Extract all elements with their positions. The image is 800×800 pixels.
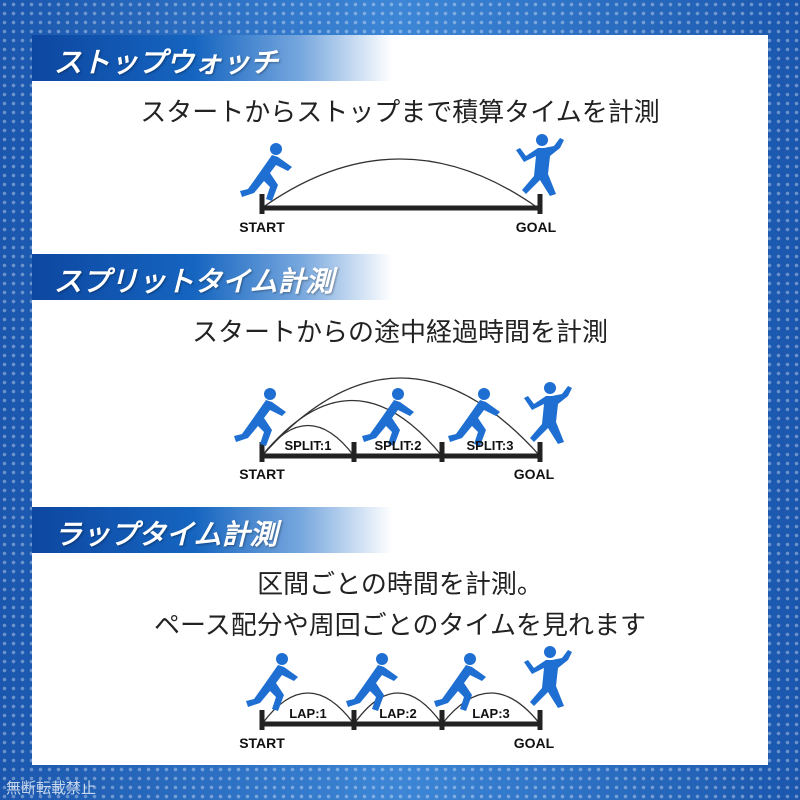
lap-label-3: LAP:3 (472, 706, 510, 721)
sprinter-icon (346, 653, 398, 711)
lap-label-1: LAP:1 (289, 706, 327, 721)
stopwatch-start-label: START (239, 219, 285, 235)
goal-runner-icon (516, 134, 564, 196)
section-header-stopwatch: ストップウォッチ (32, 35, 392, 81)
lap-goal-label: GOAL (514, 735, 555, 751)
section-title-lap: ラップタイム計測 (54, 518, 278, 551)
lap-arc-3 (441, 692, 541, 725)
section-title-split: スプリットタイム計測 (54, 265, 334, 298)
section-desc-lap-line1: 区間ごとの時間を計測。 (257, 570, 543, 600)
stopwatch-goal-label: GOAL (516, 219, 557, 235)
section-desc-lap-line2: ペース配分や周回ごとのタイムを見れます (154, 611, 646, 641)
section-desc-split: スタートからの途中経過時間を計測 (191, 318, 608, 348)
section-header-lap: ラップタイム計測 (32, 507, 392, 553)
stopwatch-arc (261, 158, 539, 209)
lap-arc-1 (261, 692, 355, 725)
split-label-3: SPLIT:3 (467, 438, 514, 453)
section-desc-stopwatch: スタートからストップまで積算タイムを計測 (140, 98, 660, 128)
stopwatch-diagram: START GOAL (239, 134, 564, 235)
split-label-2: SPLIT:2 (375, 438, 422, 453)
lap-diagram: LAP:1 LAP:2 LAP:3 START GOAL (239, 646, 572, 751)
section-header-split: スプリットタイム計測 (32, 254, 392, 300)
split-arc-1 (261, 424, 355, 457)
section-title-stopwatch: ストップウォッチ (54, 46, 279, 79)
lap-label-2: LAP:2 (379, 706, 417, 721)
split-start-label: START (239, 466, 285, 482)
copyright-notice: 無断転載禁止 (6, 779, 97, 797)
split-arc-2 (261, 399, 443, 457)
goal-runner-icon (524, 646, 572, 708)
sprinter-icon (240, 143, 292, 201)
split-label-1: SPLIT:1 (285, 438, 332, 453)
sprinter-icon (434, 653, 486, 711)
sprinter-icon (246, 653, 298, 711)
split-diagram: SPLIT:1 SPLIT:2 SPLIT:3 START GOAL (234, 377, 572, 482)
lap-start-label: START (239, 735, 285, 751)
lap-arc-2 (353, 692, 443, 725)
split-goal-label: GOAL (514, 466, 555, 482)
content-panel (32, 35, 768, 765)
goal-runner-icon (524, 382, 572, 444)
